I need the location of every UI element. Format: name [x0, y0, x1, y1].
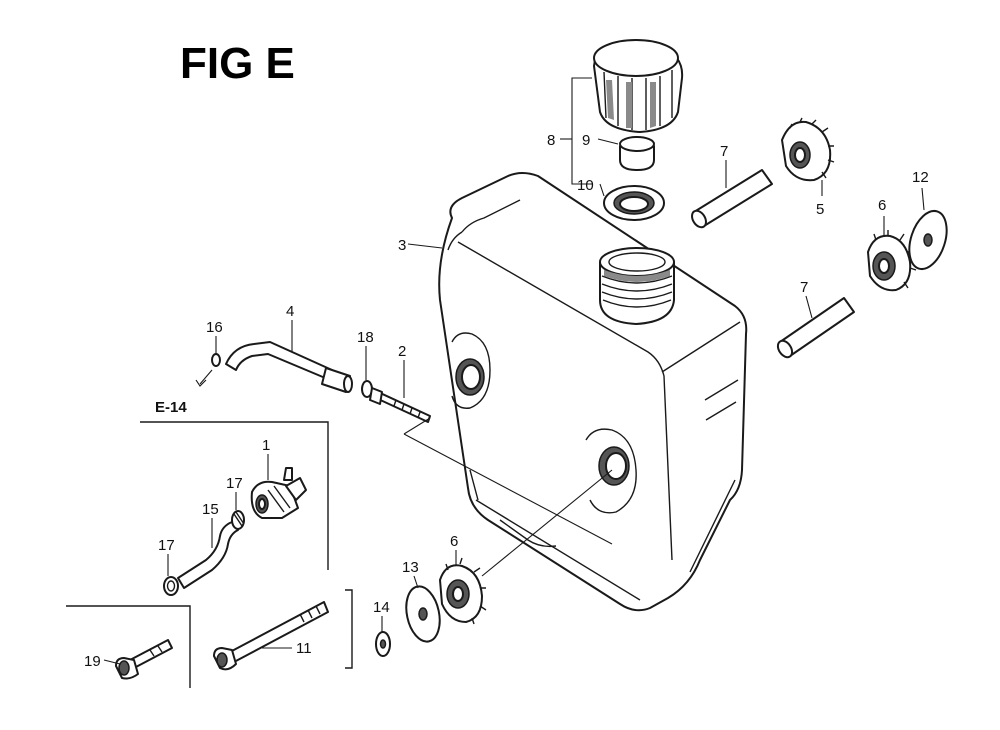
leader-lines: [103, 77, 925, 665]
mounting-boss-upper: [451, 332, 491, 409]
reference-label: E-14: [155, 399, 187, 416]
section-bracket-bolt-19: [66, 605, 191, 688]
callout-3: 3: [398, 237, 406, 254]
callout-5: 5: [816, 201, 824, 218]
callout-7-lower: 7: [800, 279, 808, 296]
callout-12: 12: [912, 169, 929, 186]
callout-19: 19: [84, 653, 101, 670]
callout-17-lower: 17: [158, 537, 175, 554]
cap-gasket: [603, 185, 665, 221]
callout-9: 9: [582, 132, 590, 149]
callout-1: 1: [262, 437, 270, 454]
callout-8: 8: [547, 132, 555, 149]
callout-6-lower: 6: [450, 533, 458, 550]
filler-neck: [599, 247, 675, 325]
callout-6-upper: 6: [878, 197, 886, 214]
callout-15: 15: [202, 501, 219, 518]
callout-14: 14: [373, 599, 390, 616]
mount-rubber-5: [781, 117, 835, 182]
callout-11: 11: [296, 640, 312, 657]
washer-13: [405, 585, 441, 643]
fuel-tube-15: [177, 521, 239, 589]
callout-10: 10: [577, 177, 594, 194]
fuel-cap: [593, 39, 684, 133]
fuel-tube: [225, 341, 353, 393]
collar-lower: [776, 297, 855, 359]
section-bracket-washers: [345, 589, 353, 669]
tube-clip-16: [211, 353, 221, 367]
callout-17-upper: 17: [226, 475, 243, 492]
cap-filter: [619, 136, 655, 171]
mounting-boss-lower: [585, 428, 637, 514]
callout-7-upper: 7: [720, 143, 728, 160]
mount-rubber-6-lower: [439, 557, 487, 625]
washer-12: [908, 209, 948, 271]
callout-18: 18: [357, 329, 374, 346]
fuel-tank: [438, 172, 748, 612]
bolt-19: [115, 639, 173, 680]
figure-title: FIG E: [180, 39, 295, 88]
tube-clip-17-upper: [231, 510, 245, 530]
collar-upper: [691, 169, 773, 229]
callout-16: 16: [206, 319, 223, 336]
bolt-2: [369, 387, 431, 423]
callout-4: 4: [286, 303, 294, 320]
fuel-cock: [250, 467, 307, 519]
callout-2: 2: [398, 343, 406, 360]
section-bracket-fuel-cock: [140, 421, 329, 570]
mount-rubber-6-upper: [867, 230, 917, 292]
callout-13: 13: [402, 559, 419, 576]
washer-14: [375, 631, 391, 657]
tube-clip-17-lower: [163, 576, 179, 596]
bolt-11: [213, 601, 329, 671]
callout-labels: 3 8 9 10 7 5 6 12 7 4 16 18 2 1 17 15 17…: [84, 132, 929, 670]
